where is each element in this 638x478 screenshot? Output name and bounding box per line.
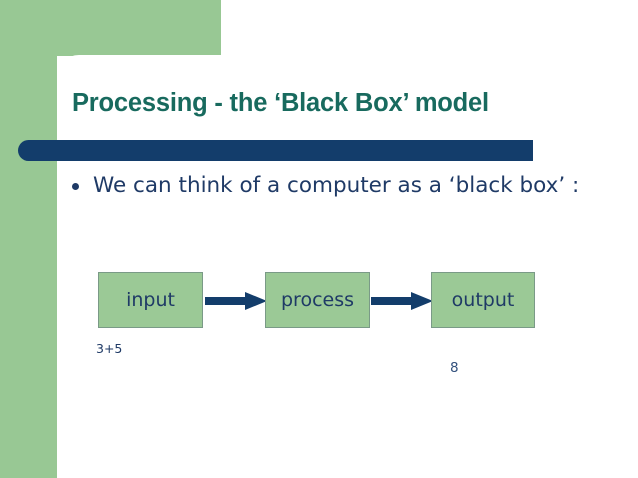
arrow-input-to-process-icon — [205, 292, 267, 310]
bullet-list-item: We can think of a computer as a ‘black b… — [72, 170, 602, 201]
green-sidebar-decoration — [0, 0, 57, 478]
title-divider-bar — [18, 140, 533, 161]
flow-box-process: process — [265, 272, 370, 328]
flow-box-input: input — [98, 272, 203, 328]
input-example-annotation: 3+5 — [96, 341, 123, 356]
bullet-dot-icon — [72, 183, 79, 190]
slide-number: 8 — [450, 360, 459, 376]
flow-box-output: output — [431, 272, 535, 328]
green-top-block-decoration — [0, 0, 221, 56]
bullet-item-label: We can think of a computer as a ‘black b… — [93, 173, 580, 198]
page-title: Processing - the ‘Black Box’ model — [72, 89, 489, 117]
black-box-flow-diagram: input process output — [98, 272, 536, 328]
white-content-panel — [57, 55, 638, 478]
arrow-process-to-output-icon — [371, 292, 433, 310]
